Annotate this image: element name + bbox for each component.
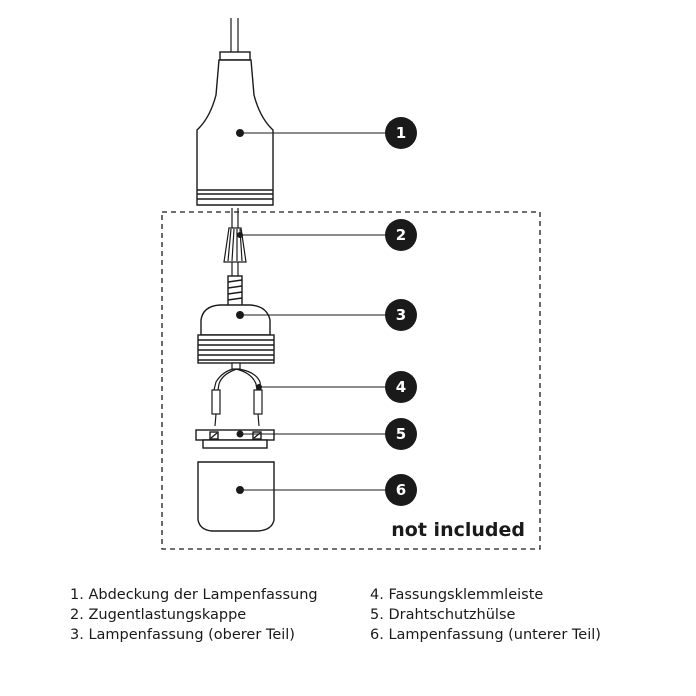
legend-column-right: 4. Fassungsklemmleiste 5. Drahtschutzhül… bbox=[370, 585, 601, 645]
legend-item-1: 1. Abdeckung der Lampenfassung bbox=[70, 587, 318, 603]
legend-item-6: 6. Lampenfassung (unterer Teil) bbox=[370, 627, 601, 643]
svg-text:1: 1 bbox=[396, 124, 406, 142]
part-6-socket-lower bbox=[197, 461, 275, 532]
legend-item-5: 5. Drahtschutzhülse bbox=[370, 607, 516, 623]
part-1-cover bbox=[196, 51, 274, 206]
legend-item-2: 2. Zugentlastungskappe bbox=[70, 607, 247, 623]
callout-badge-2: 2 bbox=[385, 219, 417, 251]
svg-text:5: 5 bbox=[396, 425, 406, 443]
callout-badge-6: 6 bbox=[385, 474, 417, 506]
part-2-strain-relief bbox=[223, 227, 247, 263]
svg-text:6: 6 bbox=[396, 481, 406, 499]
svg-text:3: 3 bbox=[396, 306, 406, 324]
not-included-region bbox=[161, 211, 541, 550]
legend-item-4: 4. Fassungsklemmleiste bbox=[370, 587, 544, 603]
legend-column-left: 1. Abdeckung der Lampenfassung 2. Zugent… bbox=[70, 585, 318, 645]
callout-badge-5: 5 bbox=[385, 418, 417, 450]
not-included-label: not included bbox=[391, 519, 525, 541]
cable bbox=[230, 18, 239, 278]
callout-badge-1: 1 bbox=[385, 117, 417, 149]
part-3-socket-upper bbox=[197, 275, 275, 364]
leader-lines bbox=[240, 132, 390, 491]
part-4-terminal-wires bbox=[211, 362, 263, 427]
callout-badge-3: 3 bbox=[385, 299, 417, 331]
exploded-diagram: 1 2 3 4 5 6 not included bbox=[161, 18, 541, 550]
callout-badge-4: 4 bbox=[385, 371, 417, 403]
svg-text:4: 4 bbox=[396, 378, 406, 396]
part-5-terminal-block bbox=[195, 429, 275, 449]
svg-text:2: 2 bbox=[396, 226, 406, 244]
legend-item-3: 3. Lampenfassung (oberer Teil) bbox=[70, 627, 295, 643]
